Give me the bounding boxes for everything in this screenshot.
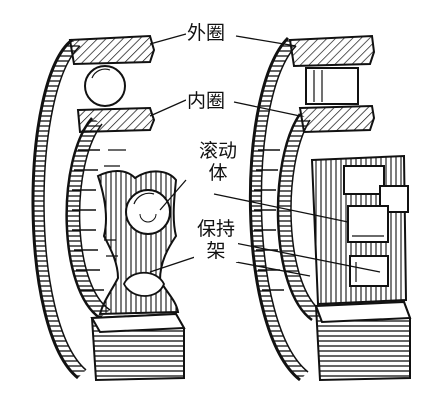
middle-roller: [347, 205, 389, 243]
top-roller: [305, 67, 359, 105]
ball-bearing: [31, 34, 186, 382]
outer-ring-section-top-right: [288, 34, 376, 68]
middle-ball: [125, 189, 171, 235]
roller-bearing: [248, 34, 412, 382]
rolling-element-label: 滚动体: [196, 140, 240, 184]
outer-ring-label: 外圈: [186, 22, 227, 44]
inner-ring-section-top-right: [298, 104, 376, 134]
cage-label: 保持架: [194, 218, 238, 262]
inner-ring-section-top: [76, 106, 156, 134]
outer-ring-section-top: [68, 34, 156, 66]
inner-ring-label: 内圈: [186, 90, 227, 112]
top-ball: [84, 65, 126, 107]
